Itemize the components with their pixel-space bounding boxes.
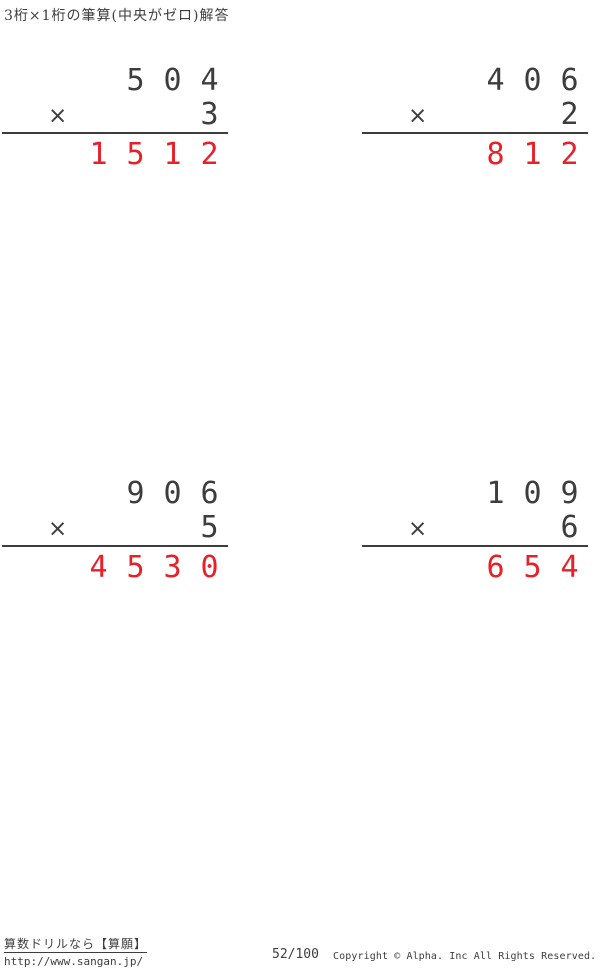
multiply-sign-icon: ×	[408, 103, 428, 129]
site-url-link[interactable]: http://www.sangan.jp/	[4, 955, 144, 968]
copyright-notice: Copyright © Alpha. Inc All Rights Reserv…	[333, 951, 597, 962]
digit: 0	[523, 63, 542, 98]
answer-line	[2, 545, 228, 547]
digit: 2	[200, 137, 219, 172]
digit: 6	[200, 476, 219, 511]
multiplier-digits: 5	[191, 511, 228, 545]
digit: 0	[200, 550, 219, 585]
digit: 1	[89, 137, 108, 172]
digit: 0	[163, 476, 182, 511]
digit: 6	[560, 510, 579, 545]
multiplier-digits: 6	[551, 511, 588, 545]
multiply-sign-icon: ×	[48, 516, 68, 542]
digit: 2	[560, 137, 579, 172]
page-number: 52/100	[272, 947, 319, 962]
digit: 4	[560, 550, 579, 585]
digit: 9	[126, 476, 145, 511]
digit: 6	[560, 63, 579, 98]
digit: 3	[163, 550, 182, 585]
footer-links: 算数ドリルなら【算願】 http://www.sangan.jp/	[4, 936, 148, 968]
digit: 5	[523, 550, 542, 585]
digit: 5	[126, 550, 145, 585]
answer-line	[362, 545, 588, 547]
digit: 5	[126, 137, 145, 172]
multiplier-row: × 2	[362, 98, 588, 132]
digit: 6	[486, 550, 505, 585]
multiply-sign-icon: ×	[48, 103, 68, 129]
page-title: 3桁×1桁の筆算(中央がゼロ)解答	[4, 8, 230, 24]
digit: 9	[560, 476, 579, 511]
digit: 1	[486, 476, 505, 511]
multiply-sign-icon: ×	[408, 516, 428, 542]
multiplier-digits: 3	[191, 98, 228, 132]
multiplier-row: × 6	[362, 511, 588, 545]
answer-line	[2, 132, 228, 134]
digit: 5	[126, 63, 145, 98]
multiplier-row: × 5	[2, 511, 228, 545]
digit: 4	[200, 63, 219, 98]
multiplier-row: × 3	[2, 98, 228, 132]
digit: 1	[163, 137, 182, 172]
digit: 3	[200, 97, 219, 132]
digit: 5	[200, 510, 219, 545]
digit: 2	[560, 97, 579, 132]
multiplier-digits: 2	[551, 98, 588, 132]
digit: 4	[89, 550, 108, 585]
digit: 1	[523, 137, 542, 172]
digit: 0	[163, 63, 182, 98]
digit: 4	[486, 63, 505, 98]
answer-line	[362, 132, 588, 134]
site-name-link[interactable]: 算数ドリルなら【算願】	[4, 937, 148, 953]
digit: 8	[486, 137, 505, 172]
digit: 0	[523, 476, 542, 511]
